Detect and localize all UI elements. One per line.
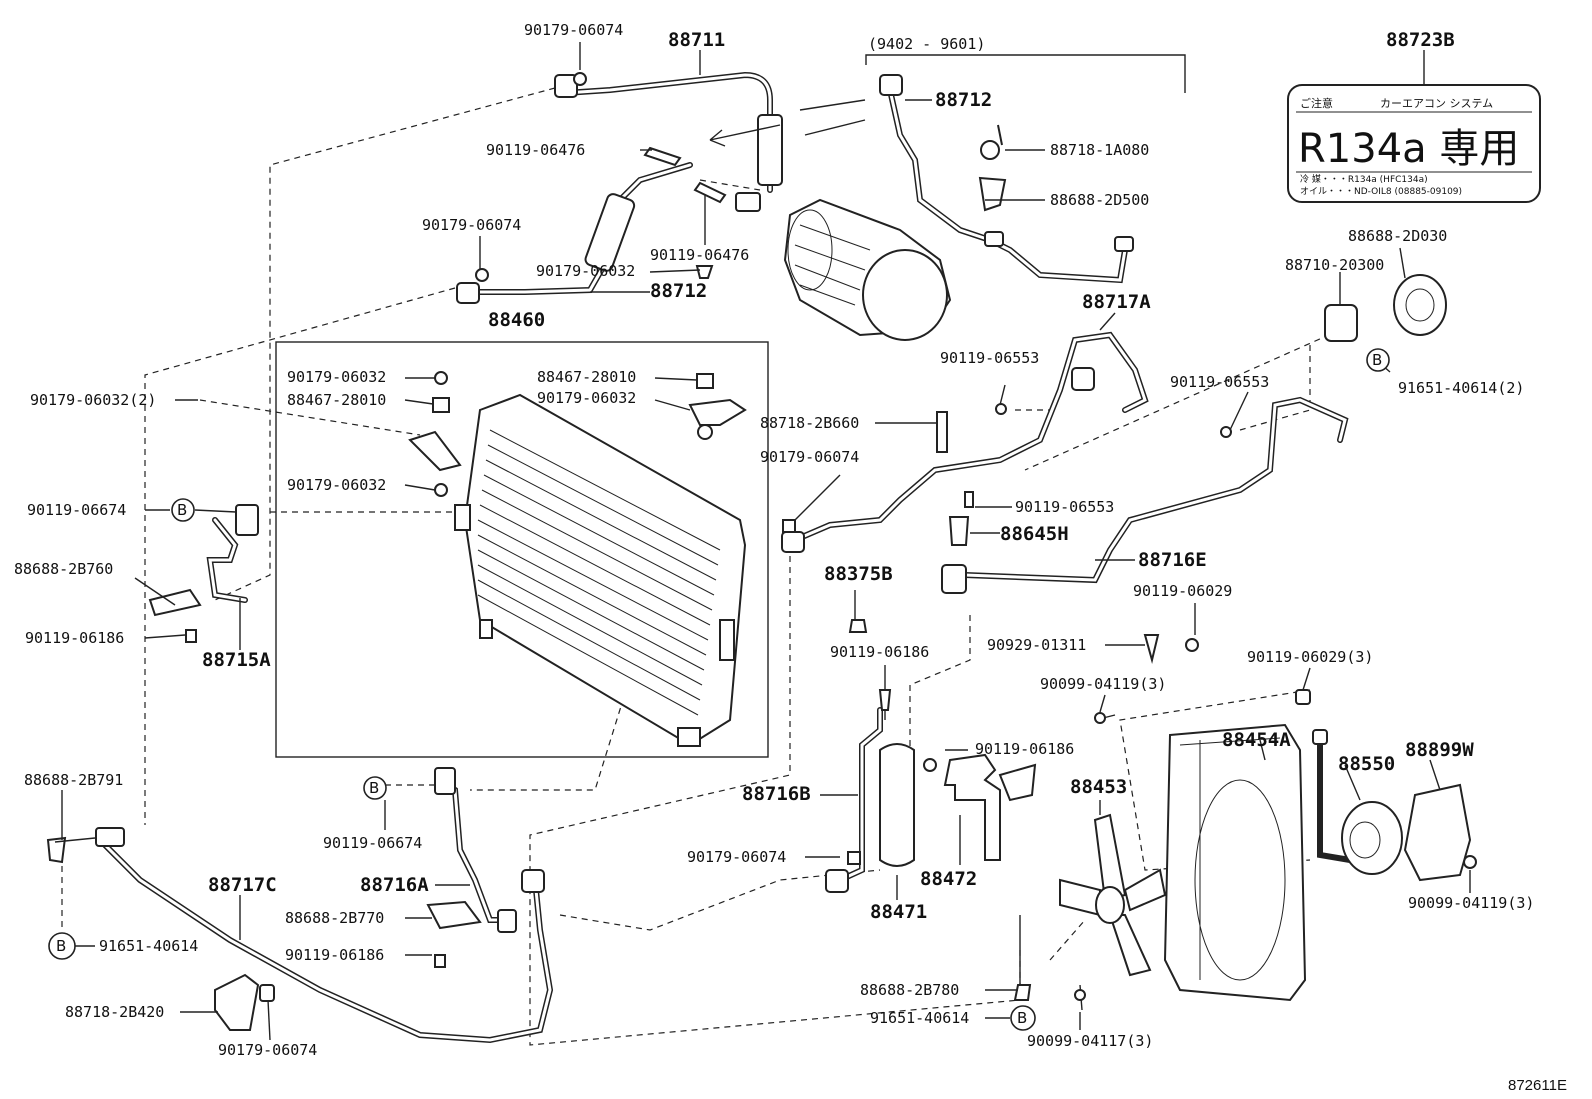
drawing-number: 872611E bbox=[1508, 1077, 1567, 1094]
label-88688-2d030: 88688-2D030 bbox=[1348, 227, 1447, 245]
label-90099-04117-3: 90099-04117(3) bbox=[1027, 1032, 1153, 1050]
label-88711: 88711 bbox=[668, 29, 725, 51]
label-90119-06029: 90119-06029 bbox=[1133, 582, 1232, 600]
label-88718-2b420: 88718-2B420 bbox=[65, 1003, 164, 1021]
receiver-dryer bbox=[879, 743, 1037, 867]
label-88471: 88471 bbox=[870, 901, 927, 923]
label-91651-40614-b: 91651-40614 bbox=[870, 1009, 969, 1027]
label-88716a: 88716A bbox=[360, 874, 429, 896]
label-90179-06074-e: 90179-06074 bbox=[218, 1041, 317, 1059]
callout-b-4: B bbox=[56, 937, 66, 955]
label-90119-06476-a: 90119-06476 bbox=[486, 141, 585, 159]
label-88718-1a080: 88718-1A080 bbox=[1050, 141, 1149, 159]
label-88467-28010-a: 88467-28010 bbox=[287, 391, 386, 409]
label-90179-06032-c: 90179-06032 bbox=[537, 389, 636, 407]
sticker-main: R134a 専用 bbox=[1298, 126, 1519, 172]
label-91651-40614-a: 91651-40614 bbox=[99, 937, 198, 955]
label-88375b: 88375B bbox=[824, 563, 893, 585]
label-90119-06476-b: 90119-06476 bbox=[650, 246, 749, 264]
fan-shroud bbox=[1163, 723, 1307, 1002]
date-range-bracket bbox=[865, 54, 1186, 93]
callout-b-2: B bbox=[1372, 351, 1382, 369]
label-90119-06674-a: 90119-06674 bbox=[27, 501, 126, 519]
label-90179-06032-b: 90179-06032 bbox=[287, 368, 386, 386]
callout-b-1: B bbox=[177, 501, 187, 519]
label-90179-06074-b: 90179-06074 bbox=[422, 216, 521, 234]
label-90119-06186-d: 90119-06186 bbox=[285, 946, 384, 964]
label-90119-06553-b: 90119-06553 bbox=[1170, 373, 1269, 391]
label-88712-upper: 88712 bbox=[935, 89, 992, 111]
label-88550: 88550 bbox=[1338, 753, 1395, 775]
label-88460: 88460 bbox=[488, 309, 545, 331]
callout-b-5: B bbox=[1017, 1009, 1027, 1027]
label-90099-04119-3b: 90099-04119(3) bbox=[1408, 894, 1534, 912]
label-88715a: 88715A bbox=[202, 649, 271, 671]
label-88717c: 88717C bbox=[208, 874, 277, 896]
label-88899w: 88899W bbox=[1405, 739, 1474, 761]
label-90179-06032-a: 90179-06032 bbox=[536, 262, 635, 280]
label-90119-06674-b: 90119-06674 bbox=[323, 834, 422, 852]
label-90099-04119-3a: 90099-04119(3) bbox=[1040, 675, 1166, 693]
label-90179-06074-d: 90179-06074 bbox=[687, 848, 786, 866]
sticker-refrigerant: 冷 媒・・・R134a (HFC134a) bbox=[1300, 173, 1428, 185]
label-90119-06553-a: 90119-06553 bbox=[940, 349, 1039, 367]
label-88688-2b770: 88688-2B770 bbox=[285, 909, 384, 927]
part-labels: 90179-06074 88711 (9402 - 9601) 88723B 8… bbox=[14, 21, 1567, 1094]
label-91651-40614-2: 91651-40614(2) bbox=[1398, 379, 1524, 397]
label-90179-06032-2: 90179-06032(2) bbox=[30, 391, 156, 409]
leader-lines bbox=[61, 42, 1471, 1041]
label-88716e: 88716E bbox=[1138, 549, 1207, 571]
sticker-oil: オイル・・・ND-OIL8 (08885-09109) bbox=[1300, 186, 1462, 197]
label-88688-2b780: 88688-2B780 bbox=[860, 981, 959, 999]
label-88723b: 88723B bbox=[1386, 29, 1455, 51]
pipes bbox=[97, 71, 1353, 1044]
compressor bbox=[783, 198, 952, 341]
label-88712-lower: 88712 bbox=[650, 280, 707, 302]
callout-b-circles: B B B B B bbox=[48, 348, 1390, 1031]
label-90119-06186-b: 90119-06186 bbox=[830, 643, 929, 661]
label-90179-06074-top: 90179-06074 bbox=[524, 21, 623, 39]
label-date-range: (9402 - 9601) bbox=[868, 35, 985, 53]
r134a-sticker: ご注意 カーエアコン システム R134a 専用 冷 媒・・・R134a (HF… bbox=[1287, 84, 1541, 203]
label-90119-06186-c: 90119-06186 bbox=[975, 740, 1074, 758]
label-88716b: 88716B bbox=[742, 783, 811, 805]
label-88710-20300: 88710-20300 bbox=[1285, 256, 1384, 274]
label-88688-2b791: 88688-2B791 bbox=[24, 771, 123, 789]
sticker-caution: ご注意 bbox=[1300, 96, 1333, 110]
label-88717a: 88717A bbox=[1082, 291, 1151, 313]
label-88688-2d500: 88688-2D500 bbox=[1050, 191, 1149, 209]
label-90929-01311: 90929-01311 bbox=[987, 636, 1086, 654]
label-90179-06032-d: 90179-06032 bbox=[287, 476, 386, 494]
label-90179-06074-c: 90179-06074 bbox=[760, 448, 859, 466]
label-88645h: 88645H bbox=[1000, 523, 1069, 545]
sticker-system: カーエアコン システム bbox=[1380, 97, 1493, 110]
condenser-group-frame bbox=[275, 341, 769, 758]
condenser bbox=[454, 393, 747, 747]
callout-b-3: B bbox=[369, 779, 379, 797]
label-88472: 88472 bbox=[920, 868, 977, 890]
label-90119-06186-a: 90119-06186 bbox=[25, 629, 124, 647]
label-90119-06029-3: 90119-06029(3) bbox=[1247, 648, 1373, 666]
fan-blades bbox=[1059, 813, 1167, 977]
dashed-guides bbox=[61, 87, 1341, 1046]
label-88467-28010-b: 88467-28010 bbox=[537, 368, 636, 386]
flow-arrow bbox=[709, 99, 866, 147]
label-88453: 88453 bbox=[1070, 776, 1127, 798]
label-88454a: 88454A bbox=[1222, 729, 1291, 751]
misc-parts bbox=[46, 72, 1477, 1031]
label-90119-06553-c: 90119-06553 bbox=[1015, 498, 1114, 516]
label-88688-2b760: 88688-2B760 bbox=[14, 560, 113, 578]
label-88718-2b660: 88718-2B660 bbox=[760, 414, 859, 432]
fan-motor bbox=[1341, 801, 1403, 875]
motor-cover bbox=[1403, 783, 1472, 882]
